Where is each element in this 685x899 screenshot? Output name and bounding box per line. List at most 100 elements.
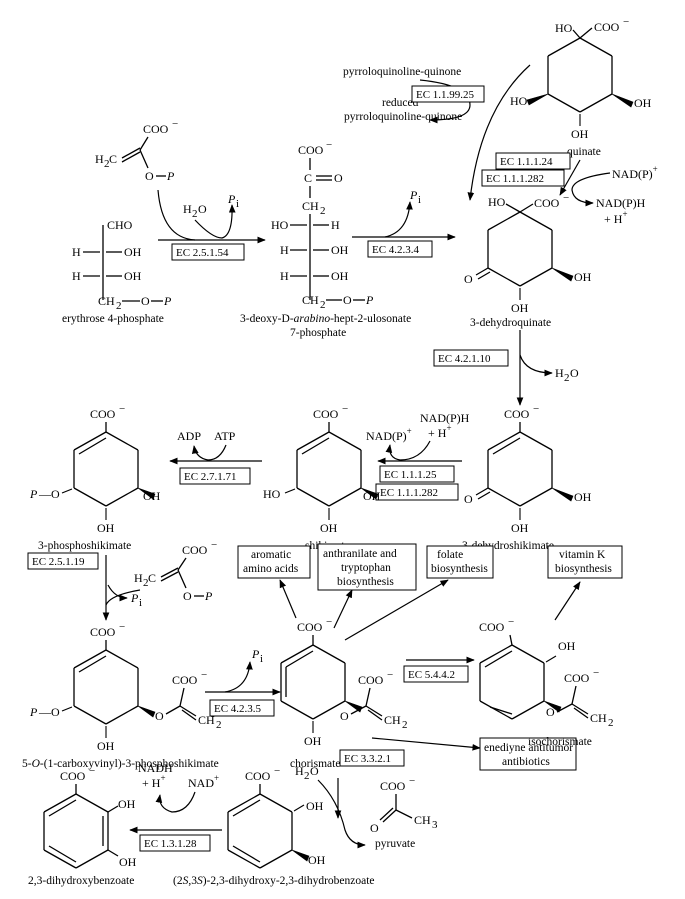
svg-text:COO: COO — [143, 122, 169, 136]
svg-text:H: H — [280, 243, 289, 257]
svg-text:−: − — [326, 616, 332, 628]
svg-text:OH: OH — [306, 799, 324, 813]
ec-5-4-4-2-box — [403, 665, 469, 683]
svg-text:P: P — [251, 647, 260, 661]
nadph-label-1: NAD(P)H — [596, 196, 646, 210]
svg-text:O: O — [155, 709, 164, 723]
svg-text:COO: COO — [313, 407, 339, 421]
svg-text:OH: OH — [97, 739, 115, 753]
svg-text:OH: OH — [119, 855, 137, 869]
svg-text:−: − — [274, 765, 280, 777]
nad-plus-label: NAD+ — [188, 773, 219, 790]
svg-text:O: O — [145, 169, 154, 183]
svg-text:−: − — [563, 192, 569, 204]
svg-text:2: 2 — [304, 770, 310, 782]
svg-text:P: P — [163, 294, 172, 308]
svg-text:C: C — [109, 152, 117, 166]
vitamin-k-box — [547, 545, 623, 579]
svg-text:CH: CH — [302, 293, 319, 307]
svg-text:−: − — [119, 621, 125, 633]
svg-text:HO: HO — [271, 218, 289, 232]
svg-text:OH: OH — [558, 639, 576, 653]
vitk-label-1: vitamin K — [559, 549, 606, 561]
svg-text:OH: OH — [511, 301, 529, 315]
ec-2-7-1-71: EC 2.7.1.71 — [184, 471, 237, 483]
svg-text:i: i — [418, 194, 421, 206]
svg-text:P: P — [130, 591, 139, 605]
pqq-label: pyrroloquinoline-quinone — [343, 66, 461, 78]
nadph-label-2: NAD(P)H — [420, 411, 470, 425]
svg-text:OH: OH — [574, 490, 592, 504]
dhb-label: 2,3-dihydroxybenzoate — [28, 875, 134, 887]
nadh-label: NADH — [138, 761, 173, 775]
svg-text:H: H — [72, 245, 81, 259]
svg-text:COO: COO — [534, 196, 560, 210]
reduced-pqq-label-1: reduced — [382, 97, 419, 109]
svg-text:COO: COO — [380, 779, 406, 793]
reduced-pqq-label-2: pyrroloquinoline-quinone — [344, 111, 462, 123]
svg-text:COO: COO — [182, 543, 208, 557]
svg-text:−: − — [508, 616, 514, 628]
svg-text:C: C — [304, 171, 312, 185]
epsp-label: 5-O-(1-carboxyvinyl)-3-phosphoshikimate — [22, 758, 219, 770]
svg-text:OH: OH — [124, 269, 142, 283]
ec-1-1-1-282-b: EC 1.1.1.282 — [380, 487, 438, 499]
svg-text:COO: COO — [504, 407, 530, 421]
svg-text:HO: HO — [488, 195, 506, 209]
ec-1-1-1-282-box-a — [481, 169, 565, 187]
svg-text:OH: OH — [571, 127, 589, 141]
svg-text:2: 2 — [402, 719, 408, 731]
quinate-label: quinate — [567, 146, 601, 158]
svg-text:2: 2 — [104, 158, 110, 170]
svg-text:−: − — [623, 16, 629, 28]
svg-text:COO: COO — [245, 769, 271, 783]
adp-label: ADP — [177, 429, 201, 443]
dhdhb-label: (2S,3S)-2,3-dihydroxy-2,3-dihydrobenzoat… — [173, 875, 375, 887]
svg-text:−: − — [409, 775, 415, 787]
svg-text:OH: OH — [363, 489, 381, 503]
svg-text:2: 2 — [608, 717, 614, 729]
svg-text:OH: OH — [304, 734, 322, 748]
aromatic-label-1: aromatic — [251, 549, 291, 561]
svg-text:H: H — [72, 269, 81, 283]
svg-text:H: H — [134, 571, 143, 585]
svg-text:COO: COO — [358, 673, 384, 687]
svg-text:CH: CH — [98, 294, 115, 308]
svg-text:OH: OH — [634, 96, 652, 110]
ec-1-1-1-24-box — [495, 152, 571, 170]
svg-text:COO: COO — [479, 620, 505, 634]
svg-text:OH: OH — [331, 269, 349, 283]
svg-text:2: 2 — [320, 299, 326, 311]
svg-text:O: O — [141, 294, 150, 308]
enediyne-box — [479, 737, 577, 771]
svg-text:2: 2 — [116, 300, 122, 312]
svg-text:COO: COO — [172, 673, 198, 687]
svg-text:C: C — [148, 571, 156, 585]
ec-1-1-1-25-box — [379, 465, 455, 483]
svg-text:COO: COO — [90, 625, 116, 639]
svg-text:COO: COO — [60, 769, 86, 783]
svg-text:O: O — [370, 821, 379, 835]
ec-2-5-1-19-box — [27, 552, 99, 570]
ec-4-2-3-4: EC 4.2.3.4 — [372, 244, 420, 256]
svg-text:O: O — [464, 272, 473, 286]
ec-4-2-1-10-box — [433, 349, 509, 367]
svg-text:−: − — [119, 403, 125, 415]
pyruvate-label: pyruvate — [375, 838, 415, 850]
svg-text:−: − — [342, 403, 348, 415]
ec-3-3-2-1-box — [339, 749, 405, 767]
ec-2-7-1-71-box — [179, 467, 251, 485]
svg-text:O: O — [340, 709, 349, 723]
ec-4-2-3-4-box — [367, 240, 433, 258]
nadp-plus-label-2: NAD(P)+ — [366, 426, 412, 443]
svg-text:COO: COO — [564, 671, 590, 685]
ec-3-3-2-1: EC 3.3.2.1 — [344, 753, 391, 765]
svg-text:2: 2 — [216, 719, 222, 731]
